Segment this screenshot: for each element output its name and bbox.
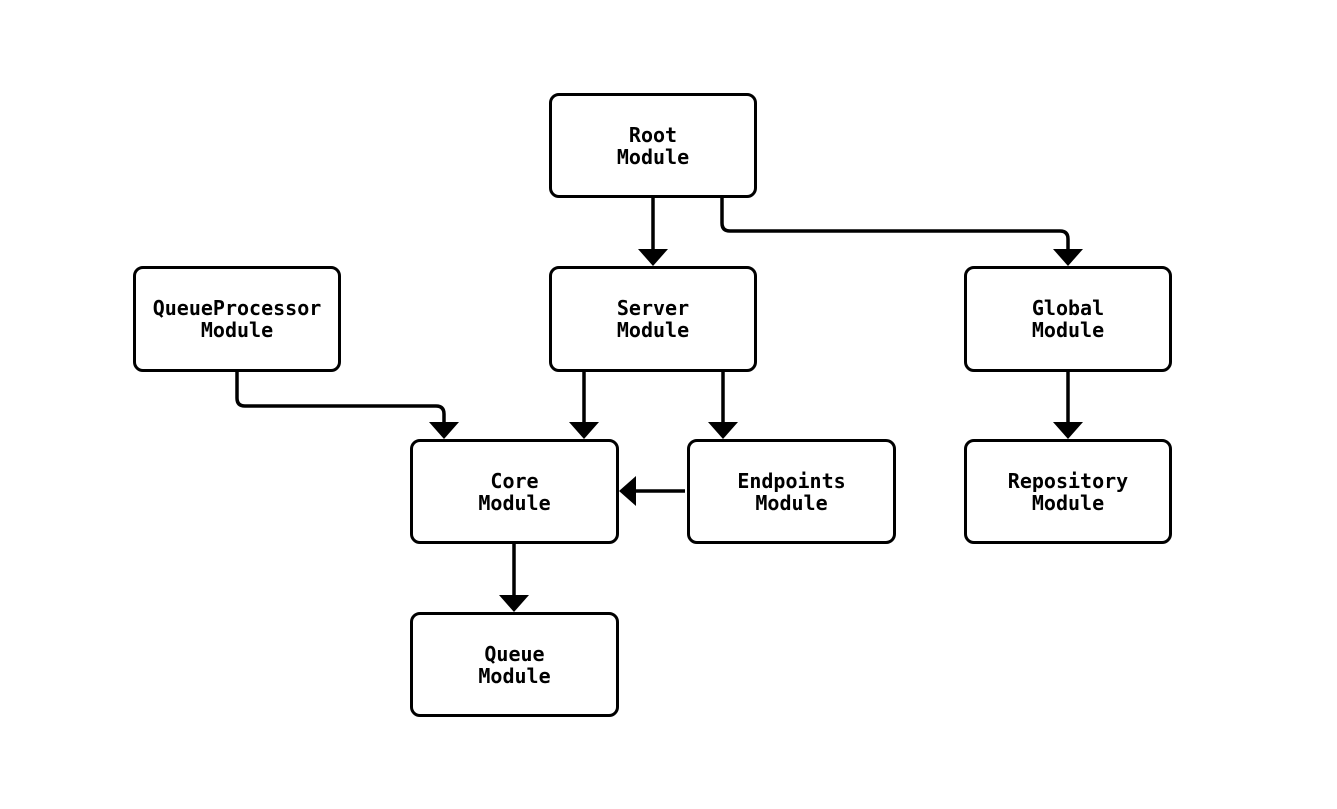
node-label-line: Repository [1007,468,1129,493]
node-label-line: QueueProcessor [152,296,322,320]
node-label-line: Server [616,296,690,320]
node-label-line: Module [755,490,828,515]
node-label-line: Module [616,144,690,169]
node-global-module: Global Module [964,266,1172,372]
node-label: Repository Module [1008,470,1128,514]
node-label: Server Module [617,297,689,341]
node-core-module: Core Module [410,439,619,544]
node-label: Core Module [478,470,550,514]
node-label-line: Module [1031,318,1105,342]
node-endpoints-module: Endpoints Module [687,439,896,544]
node-label-line: Core [490,468,539,493]
node-label-line: Global [1031,296,1105,320]
node-label-line: Module [616,318,690,342]
node-label-line: Module [478,490,551,515]
node-label-line: Module [478,663,551,688]
node-label: Endpoints Module [737,470,845,514]
node-queueprocessor-module: QueueProcessor Module [133,266,341,372]
node-label-line: Module [200,318,274,342]
edge-queueprocessor-to-core [235,372,459,439]
node-label: Queue Module [478,643,550,687]
node-server-module: Server Module [549,266,757,372]
node-label-line: Root [628,122,678,147]
node-label: QueueProcessor Module [153,297,322,341]
node-label-line: Module [1031,490,1105,515]
node-root-module: Root Module [549,93,757,198]
node-repository-module: Repository Module [964,439,1172,544]
node-label-line: Endpoints [737,468,846,493]
node-queue-module: Queue Module [410,612,619,717]
edge-root-to-global [720,198,1083,266]
node-label-line: Queue [484,641,545,666]
node-label: Root Module [617,124,689,168]
node-label: Global Module [1032,297,1104,341]
